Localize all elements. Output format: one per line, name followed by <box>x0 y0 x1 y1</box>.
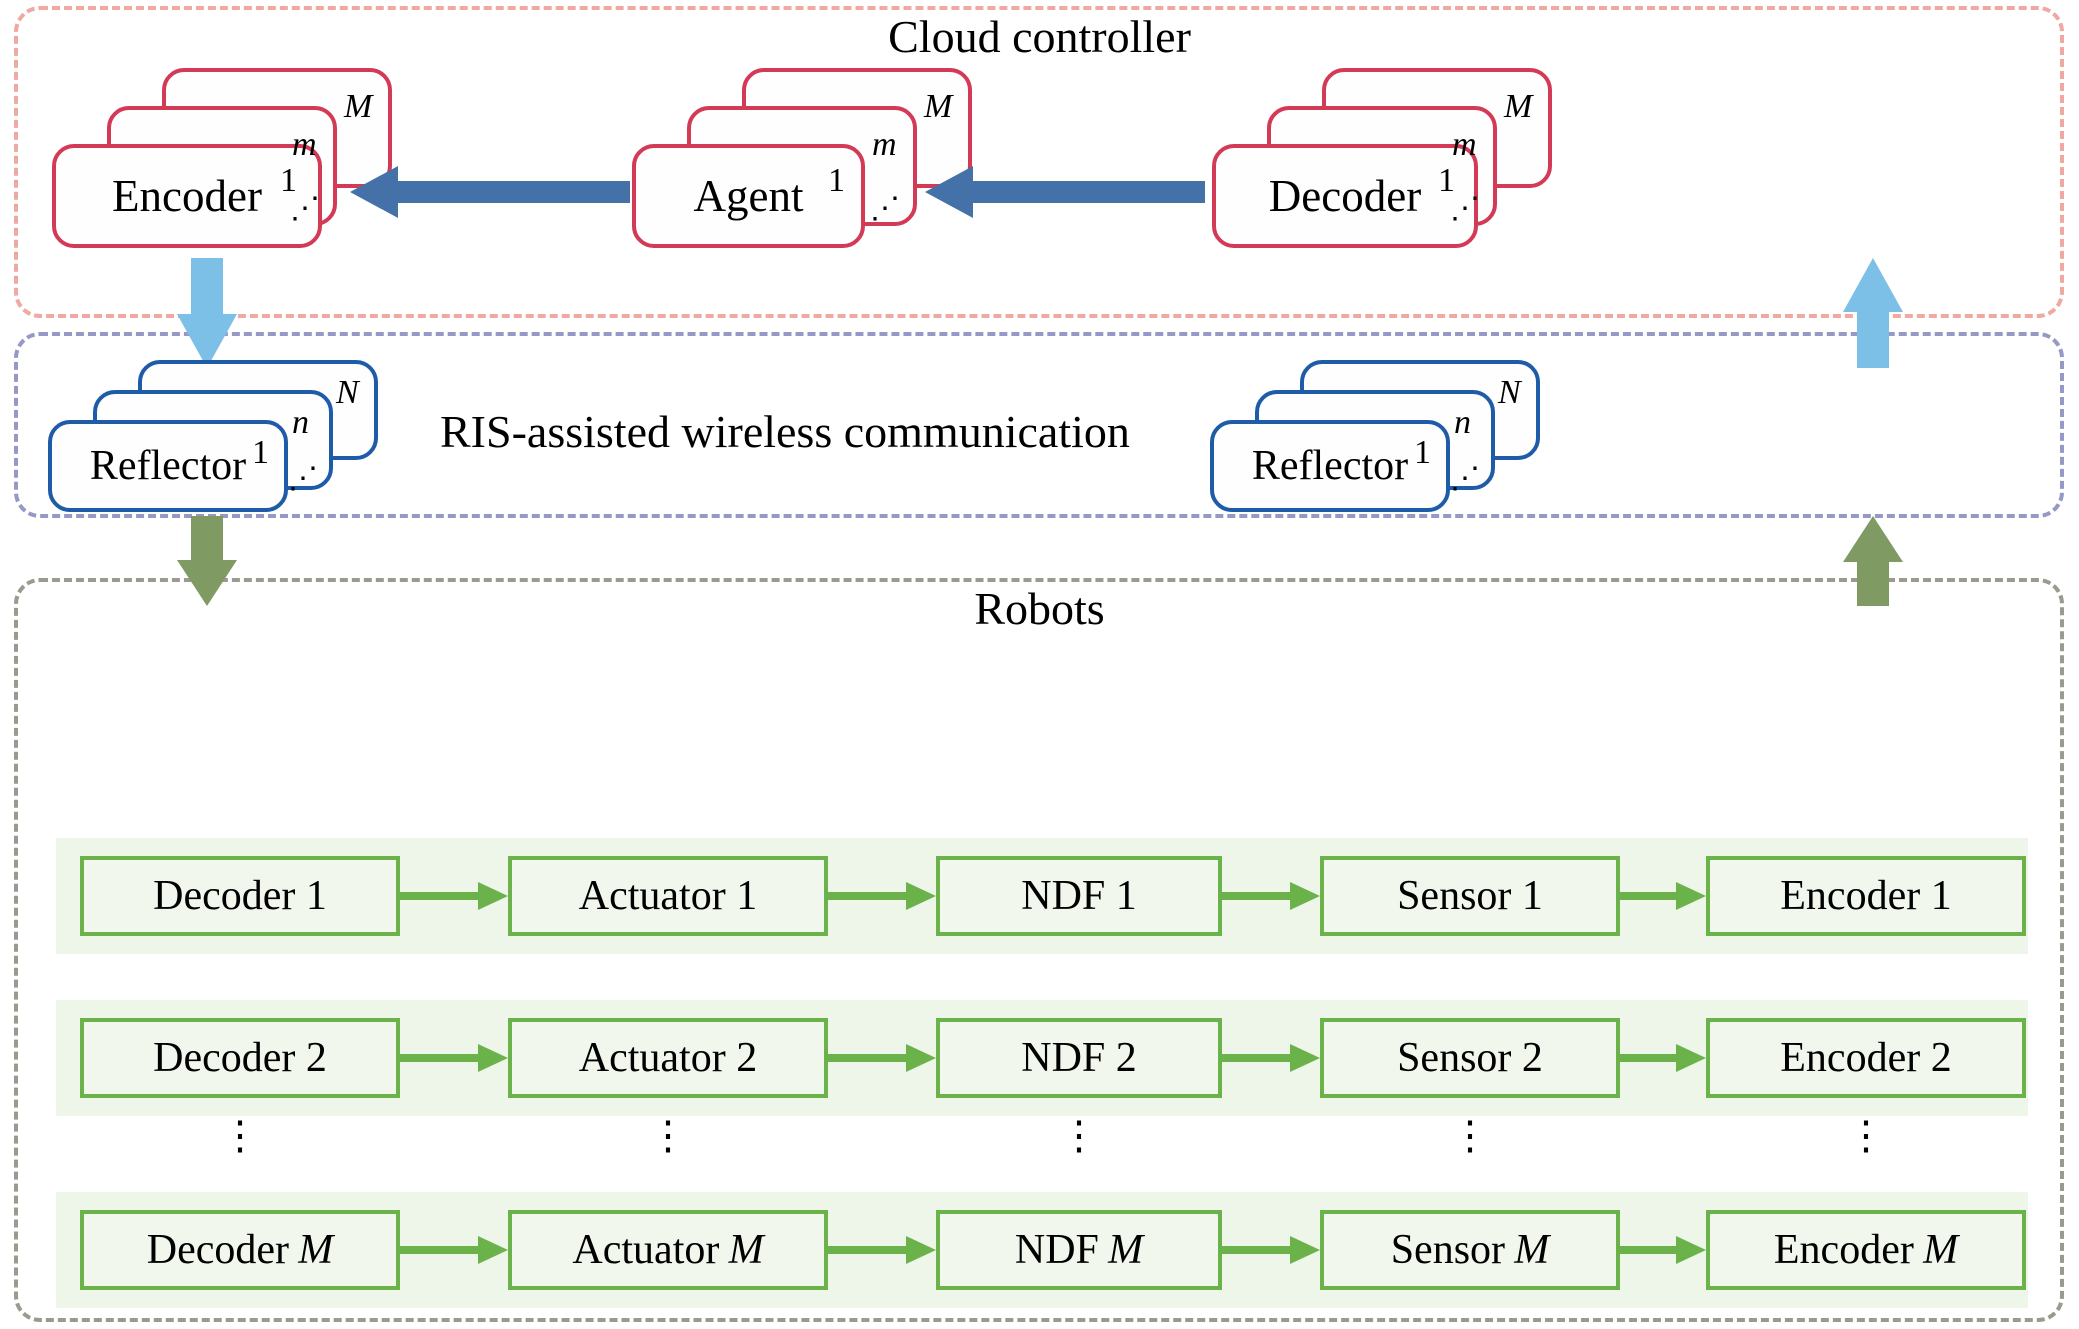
decoder-to-agent-arrow <box>925 166 1205 218</box>
reflector-left-label: Reflector <box>89 443 247 489</box>
robot-1-ndf-box[interactable]: NDF 1 <box>936 856 1222 936</box>
robot-M-arrow-1 <box>400 1236 508 1264</box>
reflector-left-card-1[interactable]: Reflector <box>48 420 288 512</box>
robot-1-arrow-4 <box>1620 882 1706 910</box>
encoder-index-1: 1 <box>280 162 297 199</box>
robot-M-decoder-box[interactable]: Decoder M <box>80 1210 400 1290</box>
column-ellipsis-ndf: ⋮ <box>1059 1113 1099 1158</box>
agent-card-1[interactable]: Agent <box>632 144 865 248</box>
encoder-stack[interactable]: Encoder M m 1 ⋰ <box>52 68 392 248</box>
robot-2-arrow-4 <box>1620 1044 1706 1072</box>
robot-2-sensor-box[interactable]: Sensor 2 <box>1320 1018 1620 1098</box>
robots-layer-title: Robots <box>974 583 1105 634</box>
reflector-right-index-n: n <box>1454 404 1471 441</box>
encoder-index-m: m <box>292 126 317 163</box>
agent-label: Agent <box>693 171 804 221</box>
robot-M-arrow-3 <box>1222 1236 1320 1264</box>
cloud-controller-title: Cloud controller <box>888 11 1191 62</box>
reflector-left-diagonal-dots: ⋰ <box>288 462 318 495</box>
encoder-index-M: M <box>344 88 373 125</box>
reflector-left-index-1: 1 <box>252 434 269 471</box>
decoder-stack[interactable]: Decoder M m 1 ⋰ <box>1212 68 1552 248</box>
reflector-right-diagonal-dots: ⋰ <box>1450 462 1480 495</box>
robots-to-ris-arrow <box>1843 516 1903 606</box>
cloud-controller-panel <box>14 6 2064 318</box>
agent-index-M: M <box>924 88 953 125</box>
reflector-right-index-1: 1 <box>1414 434 1431 471</box>
robot-M-arrow-4 <box>1620 1236 1706 1264</box>
column-ellipsis-actuator: ⋮ <box>648 1113 688 1158</box>
robot-M-ndf-box[interactable]: NDF M <box>936 1210 1222 1290</box>
robot-1-sensor-box[interactable]: Sensor 1 <box>1320 856 1620 936</box>
robot-2-actuator-box[interactable]: Actuator 2 <box>508 1018 828 1098</box>
robot-1-actuator-box[interactable]: Actuator 1 <box>508 856 828 936</box>
ris-to-robots-arrow <box>177 516 237 606</box>
reflector-right-index-N: N <box>1498 374 1521 411</box>
agent-to-encoder-arrow <box>350 166 630 218</box>
decoder-index-1: 1 <box>1438 162 1455 199</box>
robot-M-actuator-box[interactable]: Actuator M <box>508 1210 828 1290</box>
column-ellipsis-decoder: ⋮ <box>220 1113 260 1158</box>
agent-stack[interactable]: Agent M m 1 ⋰ <box>632 68 972 248</box>
column-ellipsis-encoder: ⋮ <box>1846 1113 1886 1158</box>
robot-1-arrow-1 <box>400 882 508 910</box>
decoder-card-1[interactable]: Decoder <box>1212 144 1478 248</box>
encoder-card-1[interactable]: Encoder <box>52 144 322 248</box>
robot-M-arrow-2 <box>828 1236 936 1264</box>
robot-1-encoder-box[interactable]: Encoder 1 <box>1706 856 2026 936</box>
ris-to-decoder-arrow <box>1843 258 1903 368</box>
decoder-index-m: m <box>1452 126 1477 163</box>
robot-2-ndf-box[interactable]: NDF 2 <box>936 1018 1222 1098</box>
robot-2-arrow-1 <box>400 1044 508 1072</box>
decoder-index-M: M <box>1504 88 1533 125</box>
decoder-diagonal-dots: ⋰ <box>1450 192 1480 225</box>
encoder-label: Encoder <box>112 171 262 221</box>
robot-2-encoder-box[interactable]: Encoder 2 <box>1706 1018 2026 1098</box>
robot-1-arrow-3 <box>1222 882 1320 910</box>
reflector-right-label: Reflector <box>1251 443 1409 489</box>
encoder-diagonal-dots: ⋰ <box>290 192 320 225</box>
robot-1-arrow-2 <box>828 882 936 910</box>
reflector-left-index-N: N <box>336 374 359 411</box>
robot-M-encoder-box[interactable]: Encoder M <box>1706 1210 2026 1290</box>
robot-1-decoder-box[interactable]: Decoder 1 <box>80 856 400 936</box>
robots-layer-panel <box>14 578 2064 1322</box>
robot-2-arrow-2 <box>828 1044 936 1072</box>
decoder-label: Decoder <box>1268 171 1422 221</box>
ris-layer-panel <box>14 332 2064 518</box>
robot-2-decoder-box[interactable]: Decoder 2 <box>80 1018 400 1098</box>
ris-layer-title: RIS-assisted wireless communication <box>440 406 1130 457</box>
reflector-right-stack[interactable]: Reflector N n 1 ⋰ <box>1210 360 1560 512</box>
agent-index-m: m <box>872 126 897 163</box>
column-ellipsis-sensor: ⋮ <box>1450 1113 1490 1158</box>
encoder-to-ris-arrow <box>177 258 237 368</box>
agent-index-1: 1 <box>828 162 845 199</box>
agent-diagonal-dots: ⋰ <box>870 192 900 225</box>
robot-2-arrow-3 <box>1222 1044 1320 1072</box>
reflector-right-card-1[interactable]: Reflector <box>1210 420 1450 512</box>
reflector-left-stack[interactable]: Reflector N n 1 ⋰ <box>48 360 398 512</box>
robot-M-sensor-box[interactable]: Sensor M <box>1320 1210 1620 1290</box>
reflector-left-index-n: n <box>292 404 309 441</box>
